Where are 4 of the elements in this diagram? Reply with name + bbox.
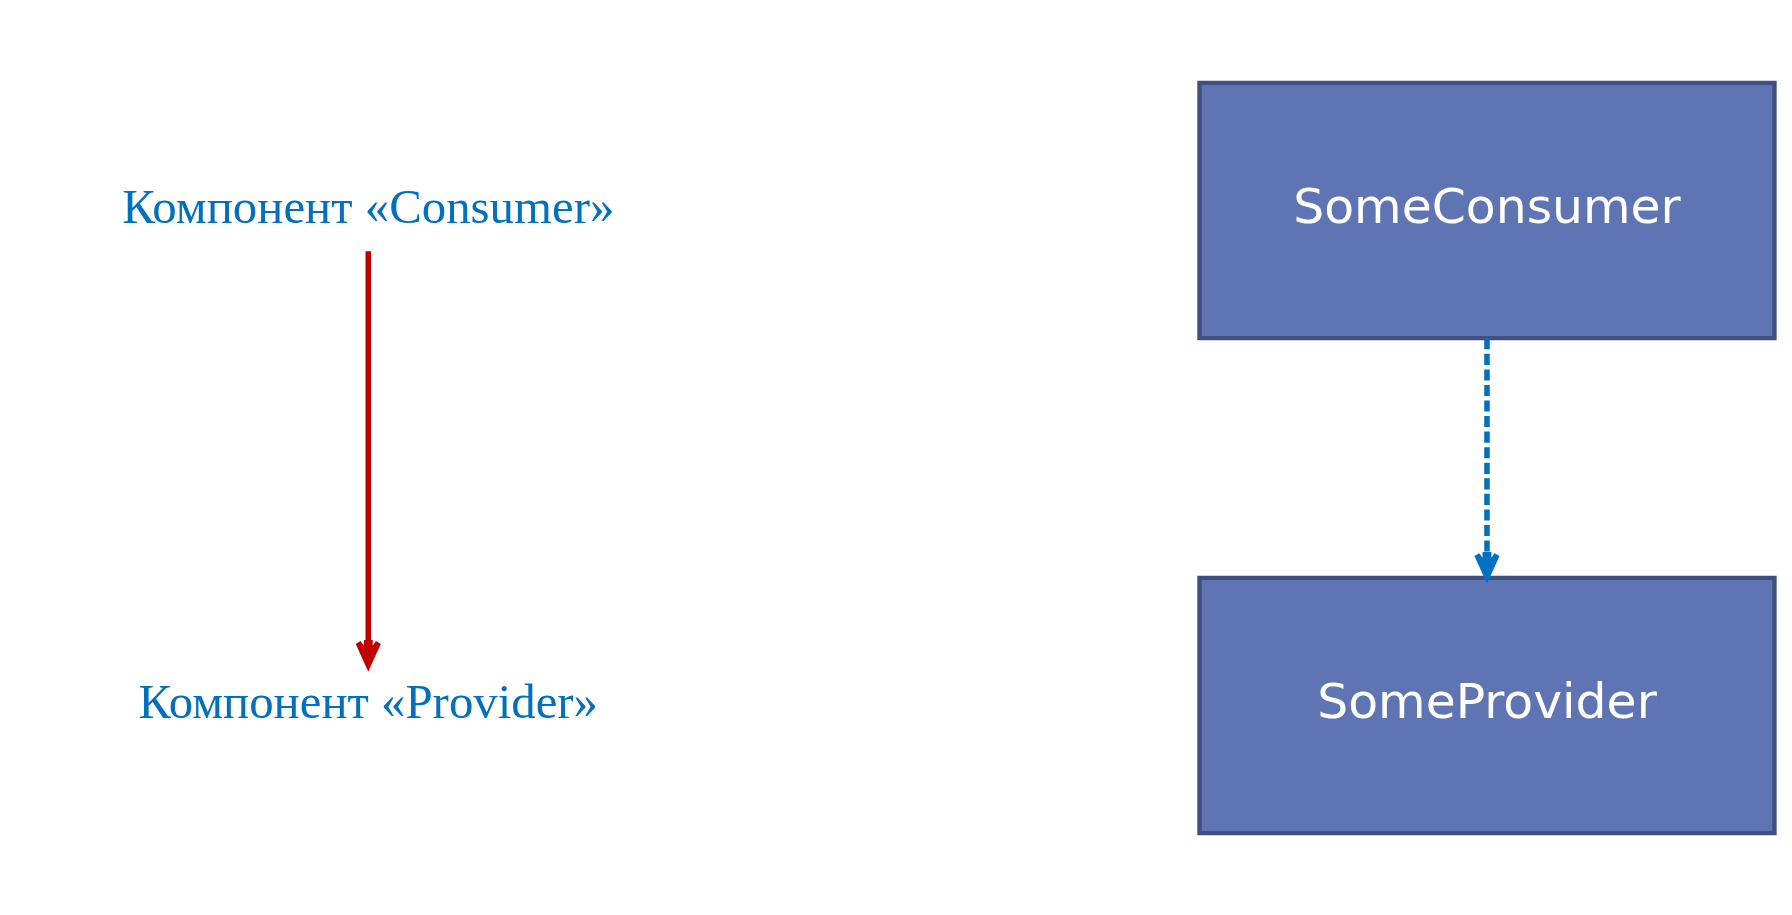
node-box: SomeConsumer [1197,80,1777,340]
node-text: Компонент «Provider» [138,673,599,729]
node-text: Компонент «Consumer» [122,178,615,234]
node-box: SomeProvider [1197,575,1777,835]
